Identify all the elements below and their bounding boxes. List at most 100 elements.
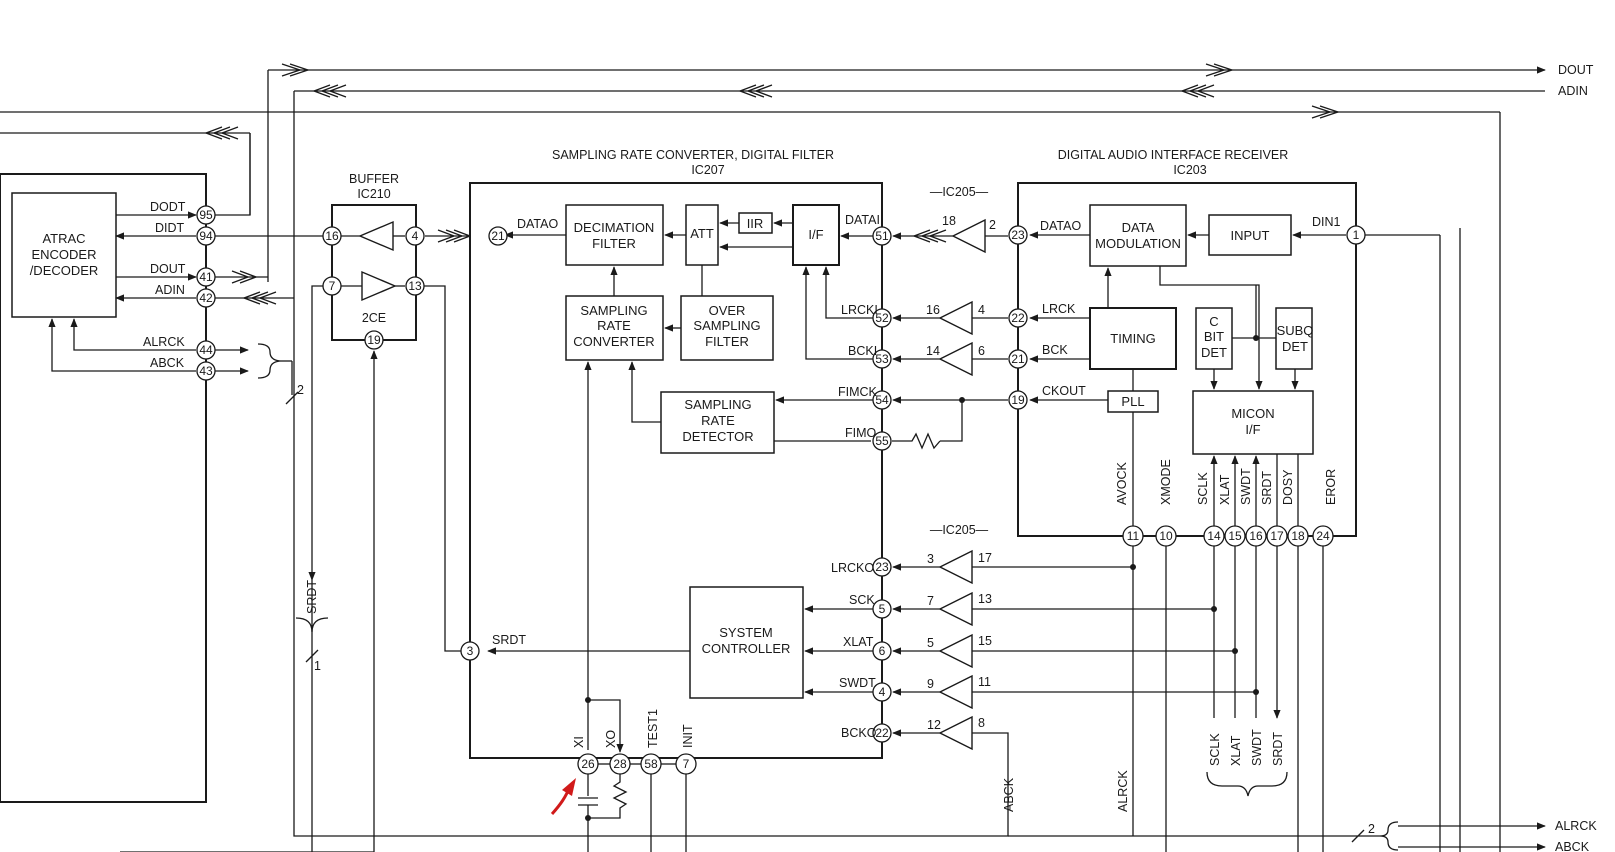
ic207-pin-23: 23 bbox=[872, 557, 892, 577]
micon-if-block bbox=[1192, 390, 1314, 455]
svg-text:7: 7 bbox=[683, 757, 690, 771]
ic203-lrck-label: LRCK bbox=[1042, 302, 1076, 316]
atrac-pin-94: 94 bbox=[196, 226, 216, 246]
svg-text:24: 24 bbox=[1316, 529, 1330, 543]
ic207-pin-4: 4 bbox=[872, 682, 892, 702]
buffer-ic-number: IC210 bbox=[357, 187, 390, 201]
svg-text:11: 11 bbox=[1127, 529, 1140, 543]
timing-block bbox=[1089, 307, 1177, 370]
ic203-ic-number: IC203 bbox=[1173, 163, 1206, 177]
svg-text:55: 55 bbox=[875, 434, 889, 448]
top-bus-lines bbox=[0, 63, 1546, 852]
cbit-det-block bbox=[1195, 307, 1233, 370]
abck-vertical-label: ABCK bbox=[1002, 777, 1016, 812]
svg-text:21: 21 bbox=[1011, 352, 1025, 366]
svg-text:4: 4 bbox=[879, 685, 886, 699]
ic205-lower-label: —IC205— bbox=[930, 523, 989, 537]
svg-text:95: 95 bbox=[199, 208, 213, 222]
ic203-pin-18: 18 bbox=[1287, 525, 1309, 547]
svg-text:5: 5 bbox=[879, 602, 886, 616]
interface-label: I/F bbox=[808, 227, 823, 242]
srdt-bus-label: SRDT bbox=[305, 580, 319, 614]
micro-bus-sclk: SCLK bbox=[1208, 733, 1222, 766]
svg-text:19: 19 bbox=[367, 333, 381, 347]
src-line2: RATE bbox=[597, 318, 631, 333]
svg-text:58: 58 bbox=[644, 757, 658, 771]
oversampling-filter-block bbox=[680, 295, 774, 361]
ic203-dosy-label: DOSY bbox=[1281, 469, 1295, 505]
ic205-upper-label: —IC205— bbox=[930, 185, 989, 199]
micro-bus-srdt: SRDT bbox=[1271, 732, 1285, 766]
ic205-lower: —IC205— 3 17 7 13 5 15 9 11 12 8 bbox=[892, 523, 1259, 820]
ic203-pin-21: 21 bbox=[1008, 349, 1028, 369]
buffer-ic210: BUFFER IC210 16 4 7 13 2CE 19 bbox=[308, 172, 488, 852]
atrac-label-line3: /DECODER bbox=[30, 263, 99, 278]
ic207-ic-number: IC207 bbox=[691, 163, 724, 177]
ic207-pin-26: 26 bbox=[577, 753, 599, 775]
ic207-pin-52: 52 bbox=[872, 308, 892, 328]
subq-line2: DET bbox=[1282, 339, 1308, 354]
svg-text:21: 21 bbox=[491, 229, 505, 243]
ic203-pin-10: 10 bbox=[1155, 525, 1177, 547]
ic207-test1-label: TEST1 bbox=[646, 709, 660, 748]
svg-text:19: 19 bbox=[1011, 393, 1025, 407]
detector-line1: SAMPLING bbox=[684, 397, 751, 412]
ic203-pin-14: 14 bbox=[1203, 525, 1225, 547]
micon-line2: I/F bbox=[1245, 422, 1260, 437]
ic205-buf1-out: 18 bbox=[942, 214, 956, 228]
buffer-pin-4: 4 bbox=[405, 226, 425, 246]
over-line2: SAMPLING bbox=[693, 318, 760, 333]
ic203-pin-15: 15 bbox=[1224, 525, 1246, 547]
pll-label: PLL bbox=[1121, 394, 1144, 409]
ic203-avock-label: AVOCK bbox=[1115, 462, 1129, 505]
micon-line1: MICON bbox=[1231, 406, 1274, 421]
svg-text:1: 1 bbox=[1353, 228, 1360, 242]
svg-text:16: 16 bbox=[325, 229, 339, 243]
svg-text:43: 43 bbox=[199, 364, 213, 378]
svg-text:14: 14 bbox=[1207, 529, 1221, 543]
atrac-pin-43: 43 bbox=[196, 361, 216, 381]
ic207-pin-5: 5 bbox=[872, 599, 892, 619]
ic203-pin-23: 23 bbox=[1008, 225, 1028, 245]
svg-text:7: 7 bbox=[329, 279, 336, 293]
cbit-line1: C bbox=[1209, 314, 1218, 329]
atrac-label-line2: ENCODER bbox=[31, 247, 96, 262]
svg-text:18: 18 bbox=[1291, 529, 1305, 543]
svg-text:23: 23 bbox=[875, 560, 889, 574]
ic205-buf6-out: 5 bbox=[927, 636, 934, 650]
ic205-buf6-in: 15 bbox=[978, 634, 992, 648]
data-mod-line1: DATA bbox=[1122, 220, 1155, 235]
detector-line2: RATE bbox=[701, 413, 735, 428]
svg-text:3: 3 bbox=[467, 644, 474, 658]
atrac-pin-42: 42 bbox=[196, 288, 216, 308]
ic207-pin-55: 55 bbox=[872, 431, 892, 451]
iir-label: IIR bbox=[747, 216, 764, 231]
ic207-block: SAMPLING RATE CONVERTER, DIGITAL FILTER … bbox=[460, 148, 892, 852]
sampling-rate-detector-block bbox=[660, 391, 775, 454]
ic203-pin-24: 24 bbox=[1312, 525, 1334, 547]
atrac-bus-count: 2 bbox=[297, 383, 304, 397]
svg-text:22: 22 bbox=[875, 726, 889, 740]
ic203-title: DIGITAL AUDIO INTERFACE RECEIVER bbox=[1058, 148, 1289, 162]
ic205-buf4-out: 3 bbox=[927, 552, 934, 566]
alrck-vertical-label: ALRCK bbox=[1116, 770, 1130, 812]
atrac-dout-label: DOUT bbox=[150, 262, 186, 276]
svg-text:54: 54 bbox=[875, 393, 889, 407]
ic207-fimck-label: FIMCK bbox=[838, 385, 878, 399]
svg-text:13: 13 bbox=[408, 279, 422, 293]
ic203-pin-17: 17 bbox=[1266, 525, 1288, 547]
svg-text:17: 17 bbox=[1270, 529, 1284, 543]
input-block bbox=[1208, 214, 1292, 256]
ic207-xi-label: XI bbox=[572, 736, 586, 748]
ic207-sck-label: SCK bbox=[849, 593, 875, 607]
svg-text:22: 22 bbox=[1011, 311, 1025, 325]
timing-label: TIMING bbox=[1110, 331, 1156, 346]
ic207-pin-21: 21 bbox=[488, 226, 508, 246]
ic207-pin-3: 3 bbox=[460, 641, 480, 661]
alrck-output-label: ALRCK bbox=[1555, 819, 1597, 833]
ic203-xlat-label: XLAT bbox=[1218, 474, 1232, 505]
ic205-buf7-in: 11 bbox=[978, 675, 991, 689]
ic207-datai-label: DATAI bbox=[845, 213, 880, 227]
buffer-pin-7: 7 bbox=[322, 276, 342, 296]
ic207-pin-6: 6 bbox=[872, 641, 892, 661]
